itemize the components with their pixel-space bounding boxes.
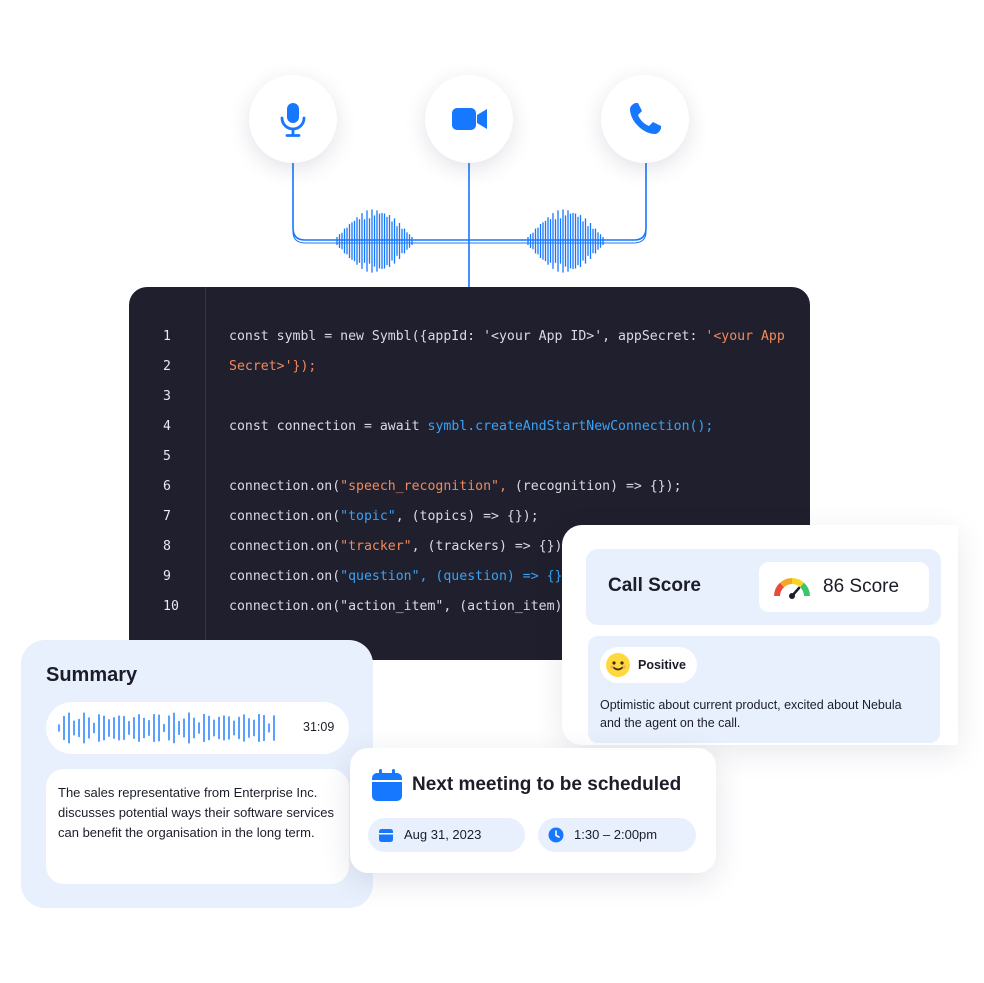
code-token: connection.on( bbox=[229, 479, 341, 494]
call-score-card: Call Score 86 Score Positive bbox=[562, 525, 958, 745]
line-number: 1 bbox=[163, 329, 171, 344]
line-number: 5 bbox=[163, 449, 171, 464]
microphone-button[interactable] bbox=[249, 75, 337, 163]
audio-waveform bbox=[58, 712, 275, 744]
code-token: connection.on( bbox=[229, 539, 341, 554]
clock-icon bbox=[548, 827, 564, 843]
code-line: 4 const connection = await symbl.createAn… bbox=[129, 419, 810, 449]
code-token: '<your App bbox=[705, 329, 785, 344]
code-token: symbl.createAndStartNewConnection(); bbox=[427, 419, 714, 434]
summary-text-box: The sales representative from Enterprise… bbox=[46, 769, 349, 884]
code-line: 5 bbox=[129, 449, 810, 479]
code-token: connection.on( bbox=[229, 509, 341, 524]
audio-duration: 31:09 bbox=[303, 720, 335, 734]
line-content: connection.on("question", (question) => … bbox=[229, 569, 578, 584]
line-number: 2 bbox=[163, 359, 171, 374]
code-line: 1 const symbl = new Symbl({appId: '<your … bbox=[129, 329, 810, 359]
line-number: 7 bbox=[163, 509, 171, 524]
line-content: connection.on("speech_recognition", (rec… bbox=[229, 479, 682, 494]
summary-title: Summary bbox=[46, 664, 138, 686]
line-content: connection.on("tracker", (trackers) => {… bbox=[229, 539, 570, 554]
call-score-header: Call Score 86 Score bbox=[586, 549, 941, 625]
code-token: connection.on( bbox=[229, 569, 341, 584]
meeting-time-chip[interactable]: 1:30 – 2:00pm bbox=[538, 818, 696, 852]
line-content: Secret>'}); bbox=[229, 359, 316, 374]
next-meeting-card: Next meeting to be scheduled Aug 31, 202… bbox=[350, 748, 716, 873]
code-line: 7 connection.on("topic", (topics) => {}); bbox=[129, 509, 810, 539]
code-token: "speech_recognition", bbox=[340, 479, 507, 494]
sentiment-badge: Positive bbox=[600, 647, 697, 683]
code-line: 3 bbox=[129, 389, 810, 419]
line-number: 9 bbox=[163, 569, 171, 584]
line-number: 10 bbox=[163, 599, 179, 614]
microphone-icon bbox=[280, 103, 306, 137]
line-number: 6 bbox=[163, 479, 171, 494]
code-token: Secret>'}); bbox=[229, 359, 317, 374]
code-token: const symbl = new Symbl({appId: '<your A… bbox=[229, 329, 706, 344]
line-content: const connection = await symbl.createAnd… bbox=[229, 419, 713, 434]
calendar-small-icon bbox=[379, 829, 393, 842]
gutter-divider bbox=[205, 287, 206, 660]
sentiment-label: Positive bbox=[638, 658, 686, 672]
line-content: const symbl = new Symbl({appId: '<your A… bbox=[229, 329, 785, 344]
video-call-button[interactable] bbox=[425, 75, 513, 163]
line-number: 8 bbox=[163, 539, 171, 554]
line-number: 4 bbox=[163, 419, 171, 434]
waveform-left bbox=[336, 209, 413, 273]
meeting-title: Next meeting to be scheduled bbox=[412, 774, 682, 795]
code-token: const connection = await bbox=[229, 419, 428, 434]
summary-card: Summary 31:09 The sales representative f… bbox=[21, 640, 373, 908]
line-number: 3 bbox=[163, 389, 171, 404]
gauge-icon bbox=[774, 578, 810, 599]
code-token: "question", (question) => {}); bbox=[340, 569, 579, 584]
score-pill: 86 Score bbox=[759, 562, 929, 612]
code-token: (recognition) => {}); bbox=[506, 479, 682, 494]
code-line: 2 Secret>'}); bbox=[129, 359, 810, 389]
phone-icon bbox=[630, 103, 661, 134]
call-score-title: Call Score bbox=[608, 575, 701, 596]
video-camera-icon bbox=[452, 108, 487, 130]
meeting-date: Aug 31, 2023 bbox=[404, 827, 482, 842]
calendar-icon bbox=[372, 769, 402, 801]
audio-player[interactable]: 31:09 bbox=[46, 702, 349, 754]
sentiment-box: Positive Optimistic about current produc… bbox=[588, 636, 940, 743]
phone-call-button[interactable] bbox=[601, 75, 689, 163]
code-token: , (topics) => {}); bbox=[395, 509, 539, 524]
summary-text: The sales representative from Enterprise… bbox=[58, 785, 335, 840]
line-content: connection.on("topic", (topics) => {}); bbox=[229, 509, 539, 524]
meeting-date-chip[interactable]: Aug 31, 2023 bbox=[368, 818, 525, 852]
waveform-right bbox=[527, 209, 604, 273]
code-token: "tracker" bbox=[340, 539, 412, 554]
meeting-time: 1:30 – 2:00pm bbox=[574, 827, 658, 842]
audio-connector-graphic bbox=[292, 163, 647, 287]
code-line: 6 connection.on("speech_recognition", (re… bbox=[129, 479, 810, 509]
connector-lines bbox=[292, 163, 647, 287]
code-token: , (trackers) => {}); bbox=[411, 539, 571, 554]
smiley-icon bbox=[606, 653, 630, 677]
sentiment-description: Optimistic about current product, excite… bbox=[600, 698, 902, 730]
score-value: 86 Score bbox=[823, 576, 900, 597]
code-token: "topic" bbox=[340, 509, 396, 524]
